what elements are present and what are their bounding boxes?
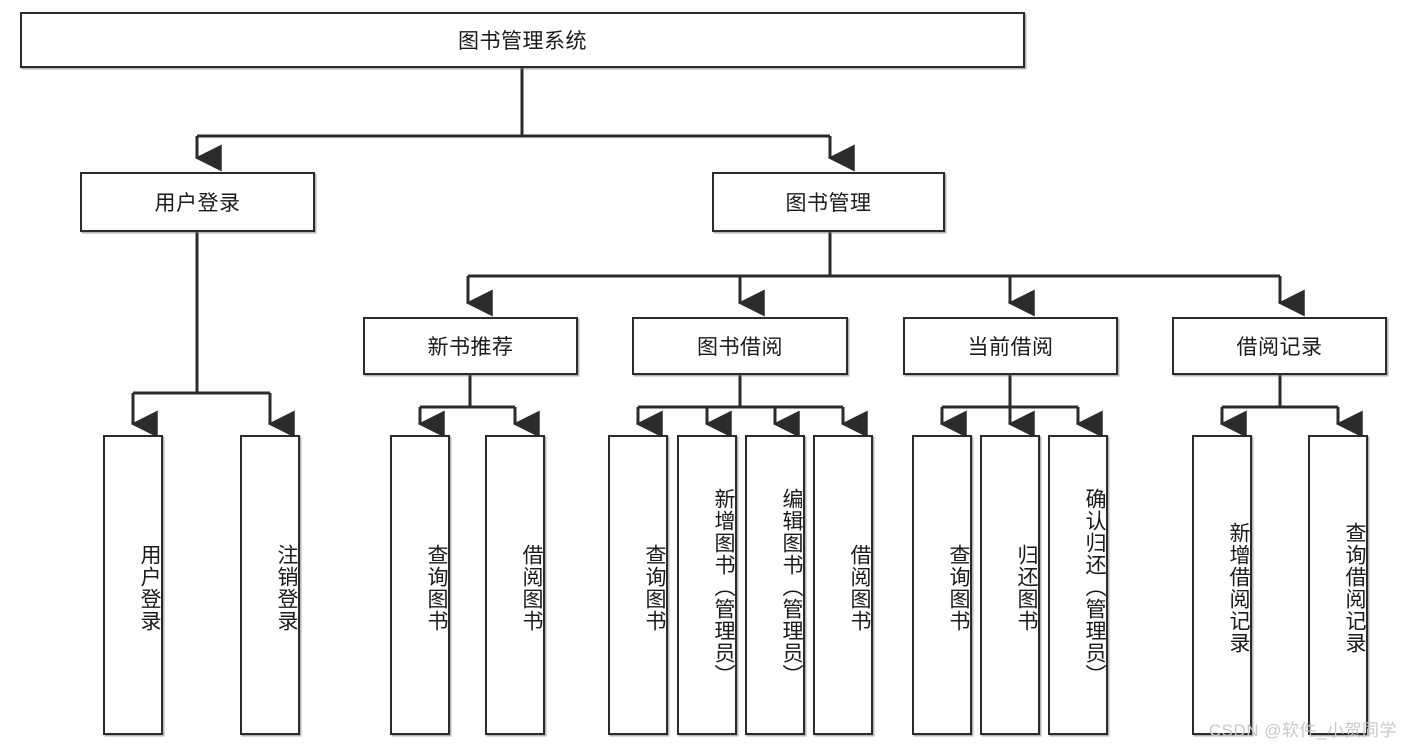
- node-label: 图书借阅: [697, 336, 783, 359]
- node-label: 用户登录: [138, 544, 161, 632]
- node-new-book-recommend[interactable]: 新书推荐: [363, 317, 578, 375]
- leaf-query-book-borrow[interactable]: 查询图书: [608, 435, 668, 735]
- node-user-login[interactable]: 用户登录: [80, 172, 315, 232]
- leaf-borrow-book[interactable]: 借阅图书: [813, 435, 873, 735]
- node-label: 借阅记录: [1236, 336, 1323, 359]
- leaf-query-book-current[interactable]: 查询图书: [912, 435, 972, 735]
- leaf-add-book-admin[interactable]: 新增图书（管理员）: [677, 435, 737, 735]
- node-label: 用户登录: [154, 192, 241, 215]
- leaf-query-book-recommend[interactable]: 查询图书: [390, 435, 450, 735]
- node-label: 新增图书（管理员）: [712, 488, 735, 686]
- leaf-query-borrow-record[interactable]: 查询借阅记录: [1308, 435, 1368, 735]
- node-book-borrow[interactable]: 图书借阅: [632, 317, 848, 375]
- node-label: 查询图书: [425, 544, 448, 632]
- leaf-user-login[interactable]: 用户登录: [103, 435, 163, 735]
- node-label: 图书管理系统: [458, 30, 587, 53]
- node-label: 查询图书: [643, 544, 666, 632]
- node-label: 当前借阅: [967, 336, 1054, 359]
- node-label: 确认归还（管理员）: [1083, 488, 1106, 686]
- node-label: 查询图书: [947, 544, 970, 632]
- node-borrow-record[interactable]: 借阅记录: [1172, 317, 1387, 375]
- leaf-add-borrow-record[interactable]: 新增借阅记录: [1192, 435, 1252, 735]
- node-label: 图书管理: [785, 192, 872, 215]
- node-label: 注销登录: [275, 544, 298, 632]
- leaf-borrow-book-recommend[interactable]: 借阅图书: [485, 435, 545, 735]
- node-root-system[interactable]: 图书管理系统: [20, 12, 1025, 68]
- node-current-borrow[interactable]: 当前借阅: [903, 317, 1118, 375]
- node-label: 借阅图书: [848, 544, 871, 632]
- node-label: 新增借阅记录: [1227, 522, 1250, 654]
- node-label: 新书推荐: [427, 336, 514, 359]
- node-book-management[interactable]: 图书管理: [712, 172, 945, 232]
- node-label: 编辑图书（管理员）: [780, 488, 803, 686]
- leaf-confirm-return-admin[interactable]: 确认归还（管理员）: [1048, 435, 1108, 735]
- leaf-logout[interactable]: 注销登录: [240, 435, 300, 735]
- node-label: 借阅图书: [520, 544, 543, 632]
- leaf-edit-book-admin[interactable]: 编辑图书（管理员）: [745, 435, 805, 735]
- leaf-return-book[interactable]: 归还图书: [980, 435, 1040, 735]
- node-label: 查询借阅记录: [1343, 522, 1366, 654]
- node-label: 归还图书: [1015, 544, 1038, 632]
